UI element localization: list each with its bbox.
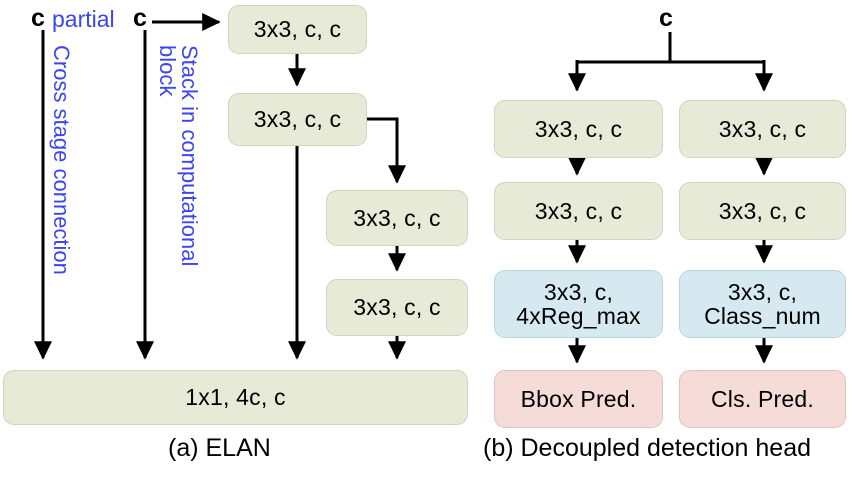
- head-cls-pred-block[interactable]: Cls. Pred.: [679, 370, 846, 428]
- edge-input-split: [568, 32, 774, 92]
- elan-concat-conv-block[interactable]: 1x1, 4c, c: [3, 370, 468, 425]
- elan-conv-block-4-label: 3x3, c, c: [353, 294, 441, 321]
- panel-a-caption: (a) ELAN: [168, 434, 271, 462]
- panel-a-input-label-right: c: [133, 4, 147, 32]
- head-cls-conv-block-1[interactable]: 3x3, c, c: [679, 100, 846, 158]
- head-cls-conv-block-3[interactable]: 3x3, c, Class_num: [679, 270, 846, 338]
- annotation-stack-in-computational-block: Stack in computational block: [154, 45, 202, 267]
- head-cls-pred-label: Cls. Pred.: [711, 385, 814, 412]
- elan-conv-block-2-label: 3x3, c, c: [253, 106, 342, 133]
- panel-a-input-label-left: c: [31, 4, 45, 32]
- panel-b-caption: (b) Decoupled detection head: [483, 434, 812, 462]
- elan-conv-block-4[interactable]: 3x3, c, c: [326, 279, 468, 336]
- head-reg-conv-block-1-label: 3x3, c, c: [534, 115, 623, 142]
- elan-conv-block-2[interactable]: 3x3, c, c: [228, 93, 367, 146]
- head-cls-conv-block-2-label: 3x3, c, c: [718, 197, 807, 224]
- head-cls-conv-block-2[interactable]: 3x3, c, c: [679, 182, 846, 240]
- head-cls-conv-block-3-label: 3x3, c, Class_num: [704, 278, 821, 329]
- head-reg-conv-block-2[interactable]: 3x3, c, c: [494, 182, 663, 240]
- head-reg-conv-block-3[interactable]: 3x3, c, 4xReg_max: [494, 270, 663, 338]
- elan-concat-conv-label: 1x1, 4c, c: [185, 384, 286, 411]
- head-reg-conv-block-3-label: 3x3, c, 4xReg_max: [516, 278, 641, 329]
- elan-conv-block-3[interactable]: 3x3, c, c: [326, 190, 468, 246]
- edge-block3-branch: [367, 117, 407, 184]
- annotation-partial: partial: [52, 6, 115, 32]
- panel-b-input-label: c: [659, 4, 673, 32]
- elan-conv-block-1-label: 3x3, c, c: [253, 16, 342, 43]
- head-reg-conv-block-2-label: 3x3, c, c: [534, 197, 623, 224]
- head-reg-conv-block-1[interactable]: 3x3, c, c: [494, 100, 663, 158]
- annotation-cross-stage-connection: Cross stage connection: [49, 45, 74, 275]
- head-cls-conv-block-1-label: 3x3, c, c: [718, 115, 807, 142]
- head-bbox-pred-block[interactable]: Bbox Pred.: [494, 370, 663, 428]
- elan-conv-block-3-label: 3x3, c, c: [353, 204, 441, 231]
- elan-conv-block-1[interactable]: 3x3, c, c: [228, 5, 367, 54]
- head-bbox-pred-label: Bbox Pred.: [520, 385, 637, 412]
